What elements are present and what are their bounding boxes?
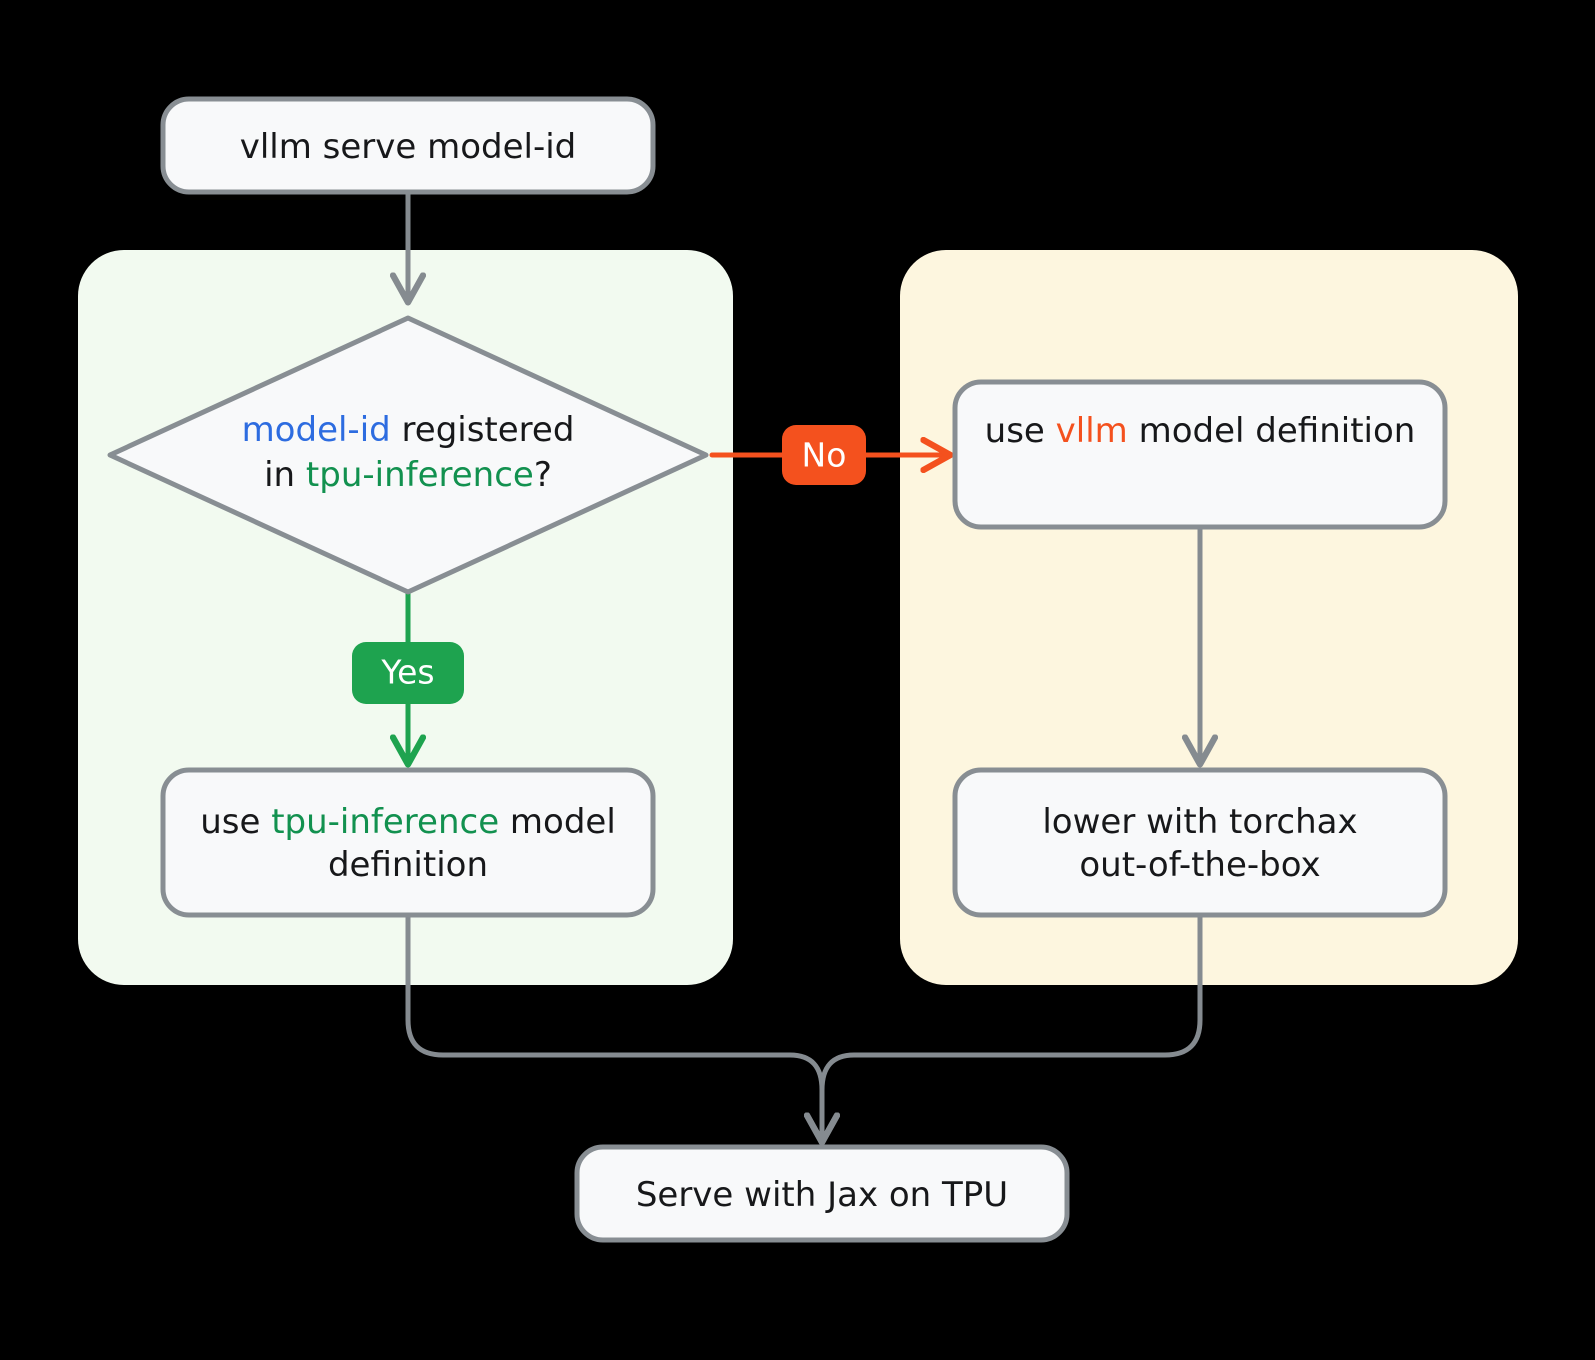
node-use-vllm-model-definition-label: use vllm model definition [985, 411, 1416, 451]
node-use-tpu-inference-model-definition-shape [160, 767, 656, 918]
node-use-vllm-model-definition-shape [952, 379, 1448, 530]
node-use-tpu-inference-model-definition-line2: definition [328, 845, 488, 885]
node-serve-with-jax-on-tpu-label: Serve with Jax on TPU [636, 1175, 1008, 1215]
edge-torchax-to-end [822, 912, 1203, 1140]
node-serve-with-jax-on-tpu[interactable]: Serve with Jax on TPU [574, 1144, 1070, 1243]
node-model-id-registered-shape [107, 315, 709, 595]
edge-tpu-inference-to-end [405, 912, 822, 1140]
edge-label-yes-text: Yes [380, 653, 434, 692]
node-serve-with-jax-on-tpu-shape [574, 1144, 1070, 1243]
node-vllm-serve-shape [160, 96, 656, 195]
node-lower-with-torchax-shape [952, 767, 1448, 918]
node-lower-with-torchax-line1: lower with torchax [1042, 802, 1357, 842]
edge-label-yes-badge [352, 642, 464, 704]
node-lower-with-torchax[interactable]: lower with torchax out-of-the-box [952, 767, 1448, 918]
node-use-vllm-model-definition[interactable]: use vllm model definition [952, 379, 1448, 530]
edge-label-no-text: No [802, 436, 847, 475]
node-model-id-registered[interactable]: model-id registered in tpu-inference? [107, 315, 709, 595]
edge-label-no-badge [782, 425, 866, 485]
node-vllm-serve-label: vllm serve model-id [240, 127, 577, 167]
node-model-id-registered-line2: in tpu-inference? [264, 455, 552, 495]
edge-label-no: No [782, 425, 866, 485]
node-vllm-serve[interactable]: vllm serve model-id [160, 96, 656, 195]
edge-label-yes: Yes [352, 642, 464, 704]
node-lower-with-torchax-line2: out-of-the-box [1079, 845, 1320, 885]
node-use-tpu-inference-model-definition[interactable]: use tpu-inference model definition [160, 767, 656, 918]
node-model-id-registered-line1: model-id registered [242, 410, 575, 450]
node-use-tpu-inference-model-definition-line1: use tpu-inference model [200, 802, 616, 842]
